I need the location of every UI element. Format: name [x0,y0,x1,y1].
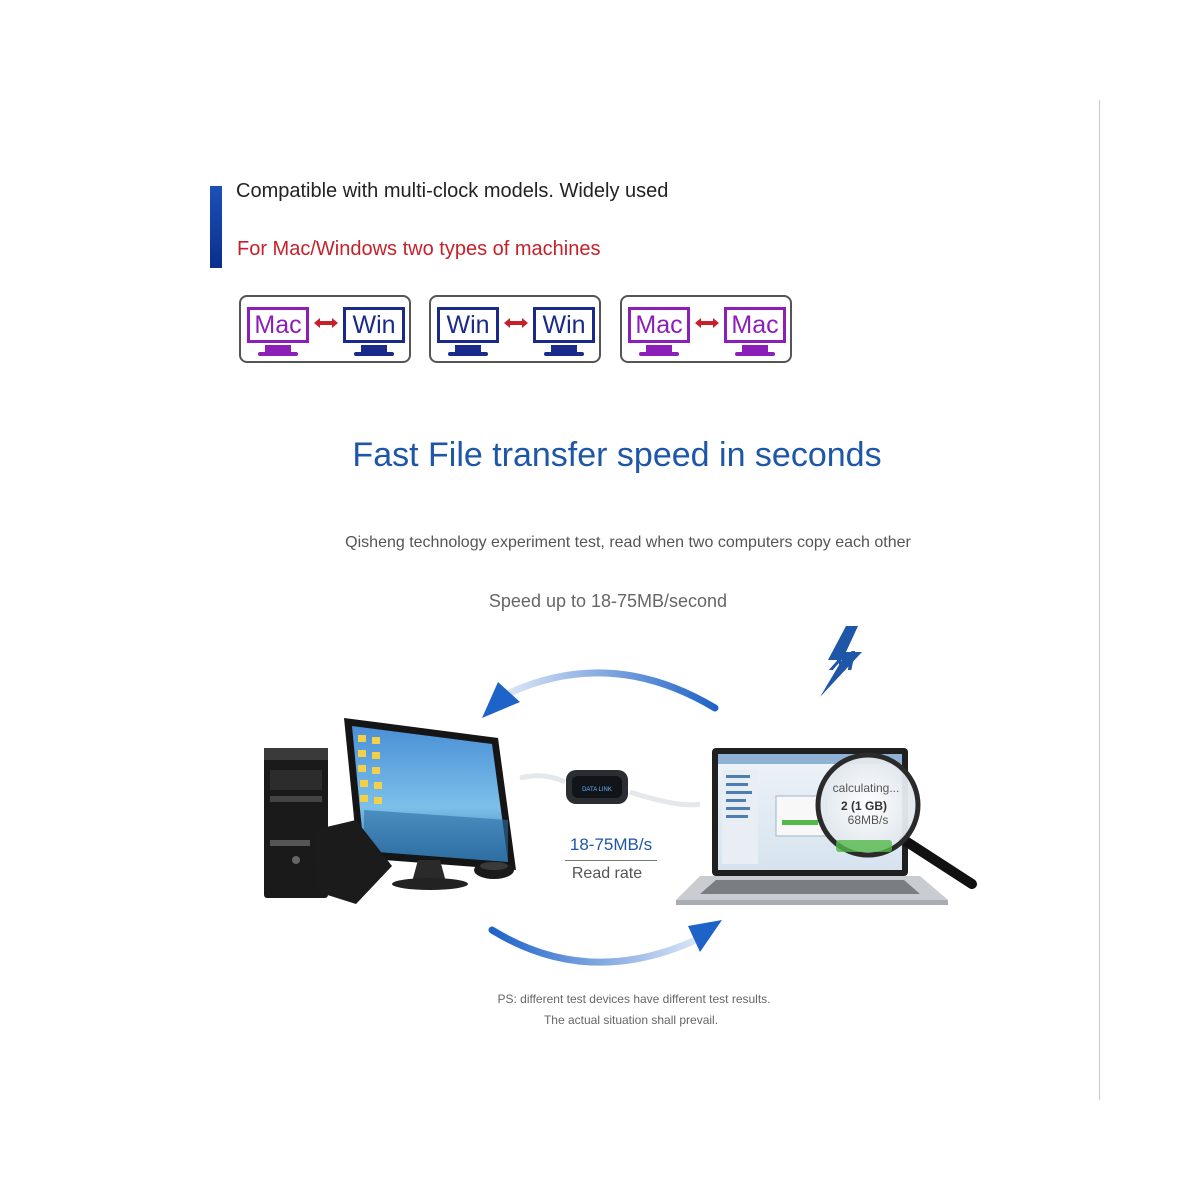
double-arrow-icon [314,318,338,328]
read-rate-label: Read rate [571,865,643,882]
dialog-status: calculating... [833,781,900,795]
cable-label: DATA LINK [582,787,612,793]
transfer-arrow-icon [488,920,722,966]
data-link-cable: DATA LINK [519,770,701,808]
double-arrow-icon [695,318,719,328]
pair-mac-mac: Mac Mac [620,295,792,363]
speed-text: Speed up to 18-75MB/second [488,591,728,611]
compat-subheading: For Mac/Windows two types of machines [237,238,601,260]
monitor-icon: Win [437,307,499,356]
read-rate-value: 18-75MB/s [565,835,657,861]
os-label: Mac [254,311,302,339]
monitor-icon: Mac [628,307,690,356]
divider-line [1099,100,1100,1100]
dialog-size: 2 (1 GB) [841,799,887,813]
lightning-logo-icon: Xi [820,626,862,697]
os-label: Win [542,311,586,339]
compat-heading: Compatible with multi-clock models. Wide… [236,180,669,202]
desktop-monitor [314,718,516,904]
desktop-tower [264,748,328,898]
double-arrow-icon [504,318,528,328]
os-label: Mac [635,311,683,339]
logo-text: Xi [828,646,855,676]
os-label: Mac [731,311,779,339]
headline: Fast File transfer speed in seconds [352,436,882,474]
pair-win-win: Win Win [429,295,601,363]
monitor-icon: Mac [724,307,786,356]
monitor-icon: Mac [247,307,309,356]
os-label: Win [352,311,396,339]
accent-bar [210,186,222,268]
footnote-line2: The actual situation shall prevail. [543,1013,719,1027]
subtitle: Qisheng technology experiment test, read… [345,534,911,551]
monitor-icon: Win [533,307,595,356]
pair-mac-win: Mac Win [239,295,411,363]
os-label: Win [446,311,490,339]
footnote-line1: PS: different test devices have differen… [497,992,771,1006]
monitor-icon: Win [343,307,405,356]
transfer-arrow-icon [482,669,719,718]
magnifier-icon: calculating... 2 (1 GB) 68MB/s [815,752,977,889]
dialog-speed: 68MB/s [848,813,889,827]
